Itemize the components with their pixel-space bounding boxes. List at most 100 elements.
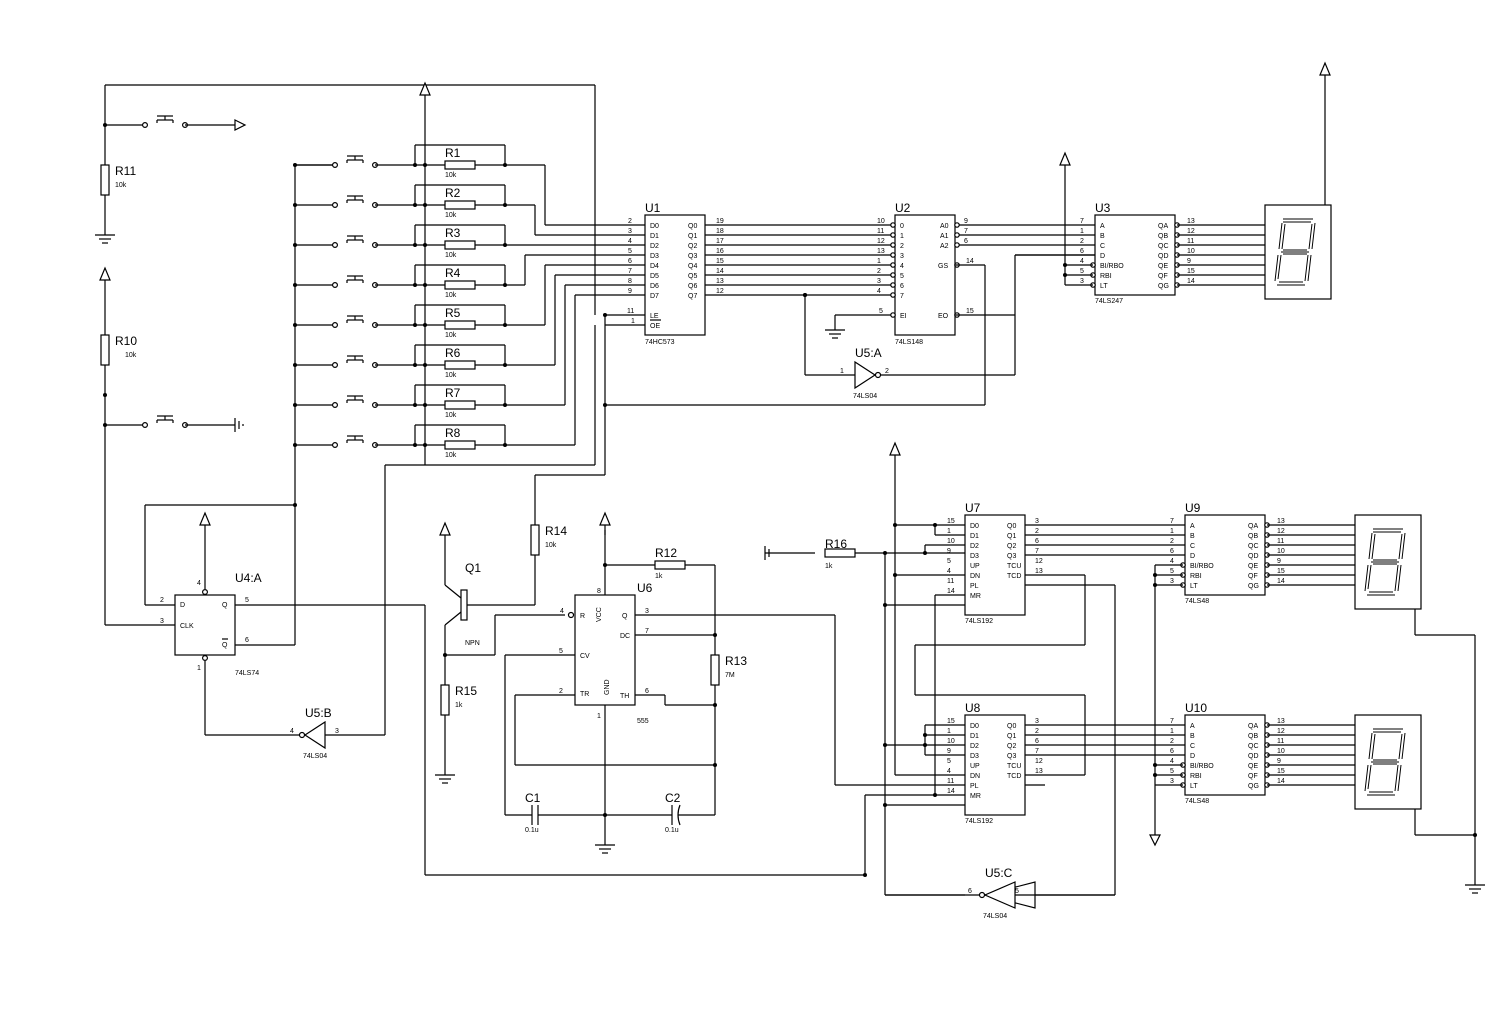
svg-text:74LS04: 74LS04 xyxy=(303,753,327,760)
svg-text:2: 2 xyxy=(1170,538,1174,545)
svg-text:UP: UP xyxy=(970,563,980,570)
svg-text:15: 15 xyxy=(1187,268,1195,275)
svg-text:10k: 10k xyxy=(445,412,457,419)
svg-text:1k: 1k xyxy=(655,573,663,580)
svg-text:5: 5 xyxy=(1170,768,1174,775)
svg-text:QE: QE xyxy=(1158,263,1168,270)
svg-text:74LS48: 74LS48 xyxy=(1185,598,1209,605)
svg-text:12: 12 xyxy=(1035,558,1043,565)
svg-text:U6: U6 xyxy=(637,581,653,595)
svg-text:QC: QC xyxy=(1248,543,1259,550)
svg-text:TCU: TCU xyxy=(1007,563,1021,570)
svg-text:GND: GND xyxy=(604,679,611,695)
svg-text:10: 10 xyxy=(877,218,885,225)
u3-part: 74LS247 xyxy=(1095,298,1123,305)
svg-text:DN: DN xyxy=(970,573,980,580)
svg-text:9: 9 xyxy=(964,218,968,225)
svg-text:D0: D0 xyxy=(970,523,979,530)
svg-text:A: A xyxy=(1100,223,1105,230)
svg-text:15: 15 xyxy=(1277,768,1285,775)
svg-text:CLK: CLK xyxy=(180,623,194,630)
svg-text:5: 5 xyxy=(559,648,563,655)
svg-text:LT: LT xyxy=(1190,583,1198,590)
r6-ref: R6 xyxy=(445,346,461,360)
svg-text:RBI: RBI xyxy=(1190,773,1202,780)
svg-text:6: 6 xyxy=(968,888,972,895)
svg-text:2: 2 xyxy=(1080,238,1084,245)
inverter-u5c: U5:C 74LS04 6 5 xyxy=(885,866,1115,920)
svg-text:QG: QG xyxy=(1248,783,1259,790)
svg-text:4: 4 xyxy=(290,728,294,735)
svg-text:Q1: Q1 xyxy=(688,233,697,240)
r8-ref: R8 xyxy=(445,426,461,440)
svg-text:10k: 10k xyxy=(445,252,457,259)
u1-oe-label: OE xyxy=(650,323,660,330)
svg-text:D: D xyxy=(1100,253,1105,260)
svg-text:D3: D3 xyxy=(650,253,659,260)
chip-u8: U8 74LS192 D015D11D210D39UP5DN4PL11MR14Q… xyxy=(947,701,1185,825)
svg-text:QB: QB xyxy=(1248,533,1258,540)
svg-text:12: 12 xyxy=(877,238,885,245)
svg-text:3: 3 xyxy=(645,608,649,615)
svg-text:TCU: TCU xyxy=(1007,763,1021,770)
r4-ref: R4 xyxy=(445,266,461,280)
switch-column xyxy=(94,82,596,645)
svg-text:5: 5 xyxy=(245,597,249,604)
svg-text:16: 16 xyxy=(716,248,724,255)
svg-text:A2: A2 xyxy=(940,243,949,250)
svg-text:0.1u: 0.1u xyxy=(665,827,679,834)
svg-text:D3: D3 xyxy=(970,553,979,560)
svg-text:2: 2 xyxy=(628,218,632,225)
svg-text:10: 10 xyxy=(947,738,955,745)
svg-text:10k: 10k xyxy=(445,172,457,179)
svg-text:TCD: TCD xyxy=(1007,773,1021,780)
svg-text:TCD: TCD xyxy=(1007,573,1021,580)
svg-text:A1: A1 xyxy=(940,233,949,240)
svg-text:QB: QB xyxy=(1158,233,1168,240)
svg-text:7M: 7M xyxy=(725,672,735,679)
svg-text:QF: QF xyxy=(1158,273,1168,280)
svg-text:13: 13 xyxy=(1187,218,1195,225)
r2-ref: R2 xyxy=(445,186,461,200)
svg-text:D0: D0 xyxy=(650,223,659,230)
svg-text:5: 5 xyxy=(900,273,904,280)
svg-text:Q: Q xyxy=(222,642,228,649)
svg-text:Q2: Q2 xyxy=(1007,543,1016,550)
svg-text:D2: D2 xyxy=(970,543,979,550)
svg-text:C: C xyxy=(1190,743,1195,750)
display-wiring xyxy=(1149,565,1486,894)
chip-u2: U2 74LS148 01011121231341526374A09A17A26… xyxy=(605,201,1095,406)
svg-text:8: 8 xyxy=(628,278,632,285)
svg-text:6: 6 xyxy=(964,238,968,245)
svg-text:1k: 1k xyxy=(455,702,463,709)
svg-text:3: 3 xyxy=(335,728,339,735)
svg-text:TH: TH xyxy=(620,693,629,700)
resistor-r4 xyxy=(444,280,476,290)
svg-text:GS: GS xyxy=(938,263,948,270)
u1-ref: U1 xyxy=(645,201,661,215)
u1-u2-bus xyxy=(705,222,896,298)
chip-u10: U10 74LS48 A7B1C2D6BI/RBO4RBI5LT3QA13QB1… xyxy=(1153,701,1422,810)
u2-part: 74LS148 xyxy=(895,339,923,346)
svg-text:9: 9 xyxy=(1277,558,1281,565)
svg-text:Q3: Q3 xyxy=(1007,553,1016,560)
svg-text:NPN: NPN xyxy=(465,640,480,647)
svg-text:7: 7 xyxy=(1170,718,1174,725)
svg-text:14: 14 xyxy=(966,258,974,265)
svg-text:TR: TR xyxy=(580,691,589,698)
svg-text:15: 15 xyxy=(947,518,955,525)
svg-text:14: 14 xyxy=(716,268,724,275)
svg-text:2: 2 xyxy=(559,688,563,695)
svg-text:7: 7 xyxy=(1035,548,1039,555)
svg-text:6: 6 xyxy=(245,637,249,644)
r3-ref: R3 xyxy=(445,226,461,240)
svg-text:MR: MR xyxy=(970,593,981,600)
svg-text:A: A xyxy=(1190,523,1195,530)
svg-text:D1: D1 xyxy=(970,533,979,540)
svg-text:1: 1 xyxy=(877,258,881,265)
svg-text:QF: QF xyxy=(1248,573,1258,580)
u1-part: 74HC573 xyxy=(645,339,675,346)
svg-text:14: 14 xyxy=(1187,278,1195,285)
